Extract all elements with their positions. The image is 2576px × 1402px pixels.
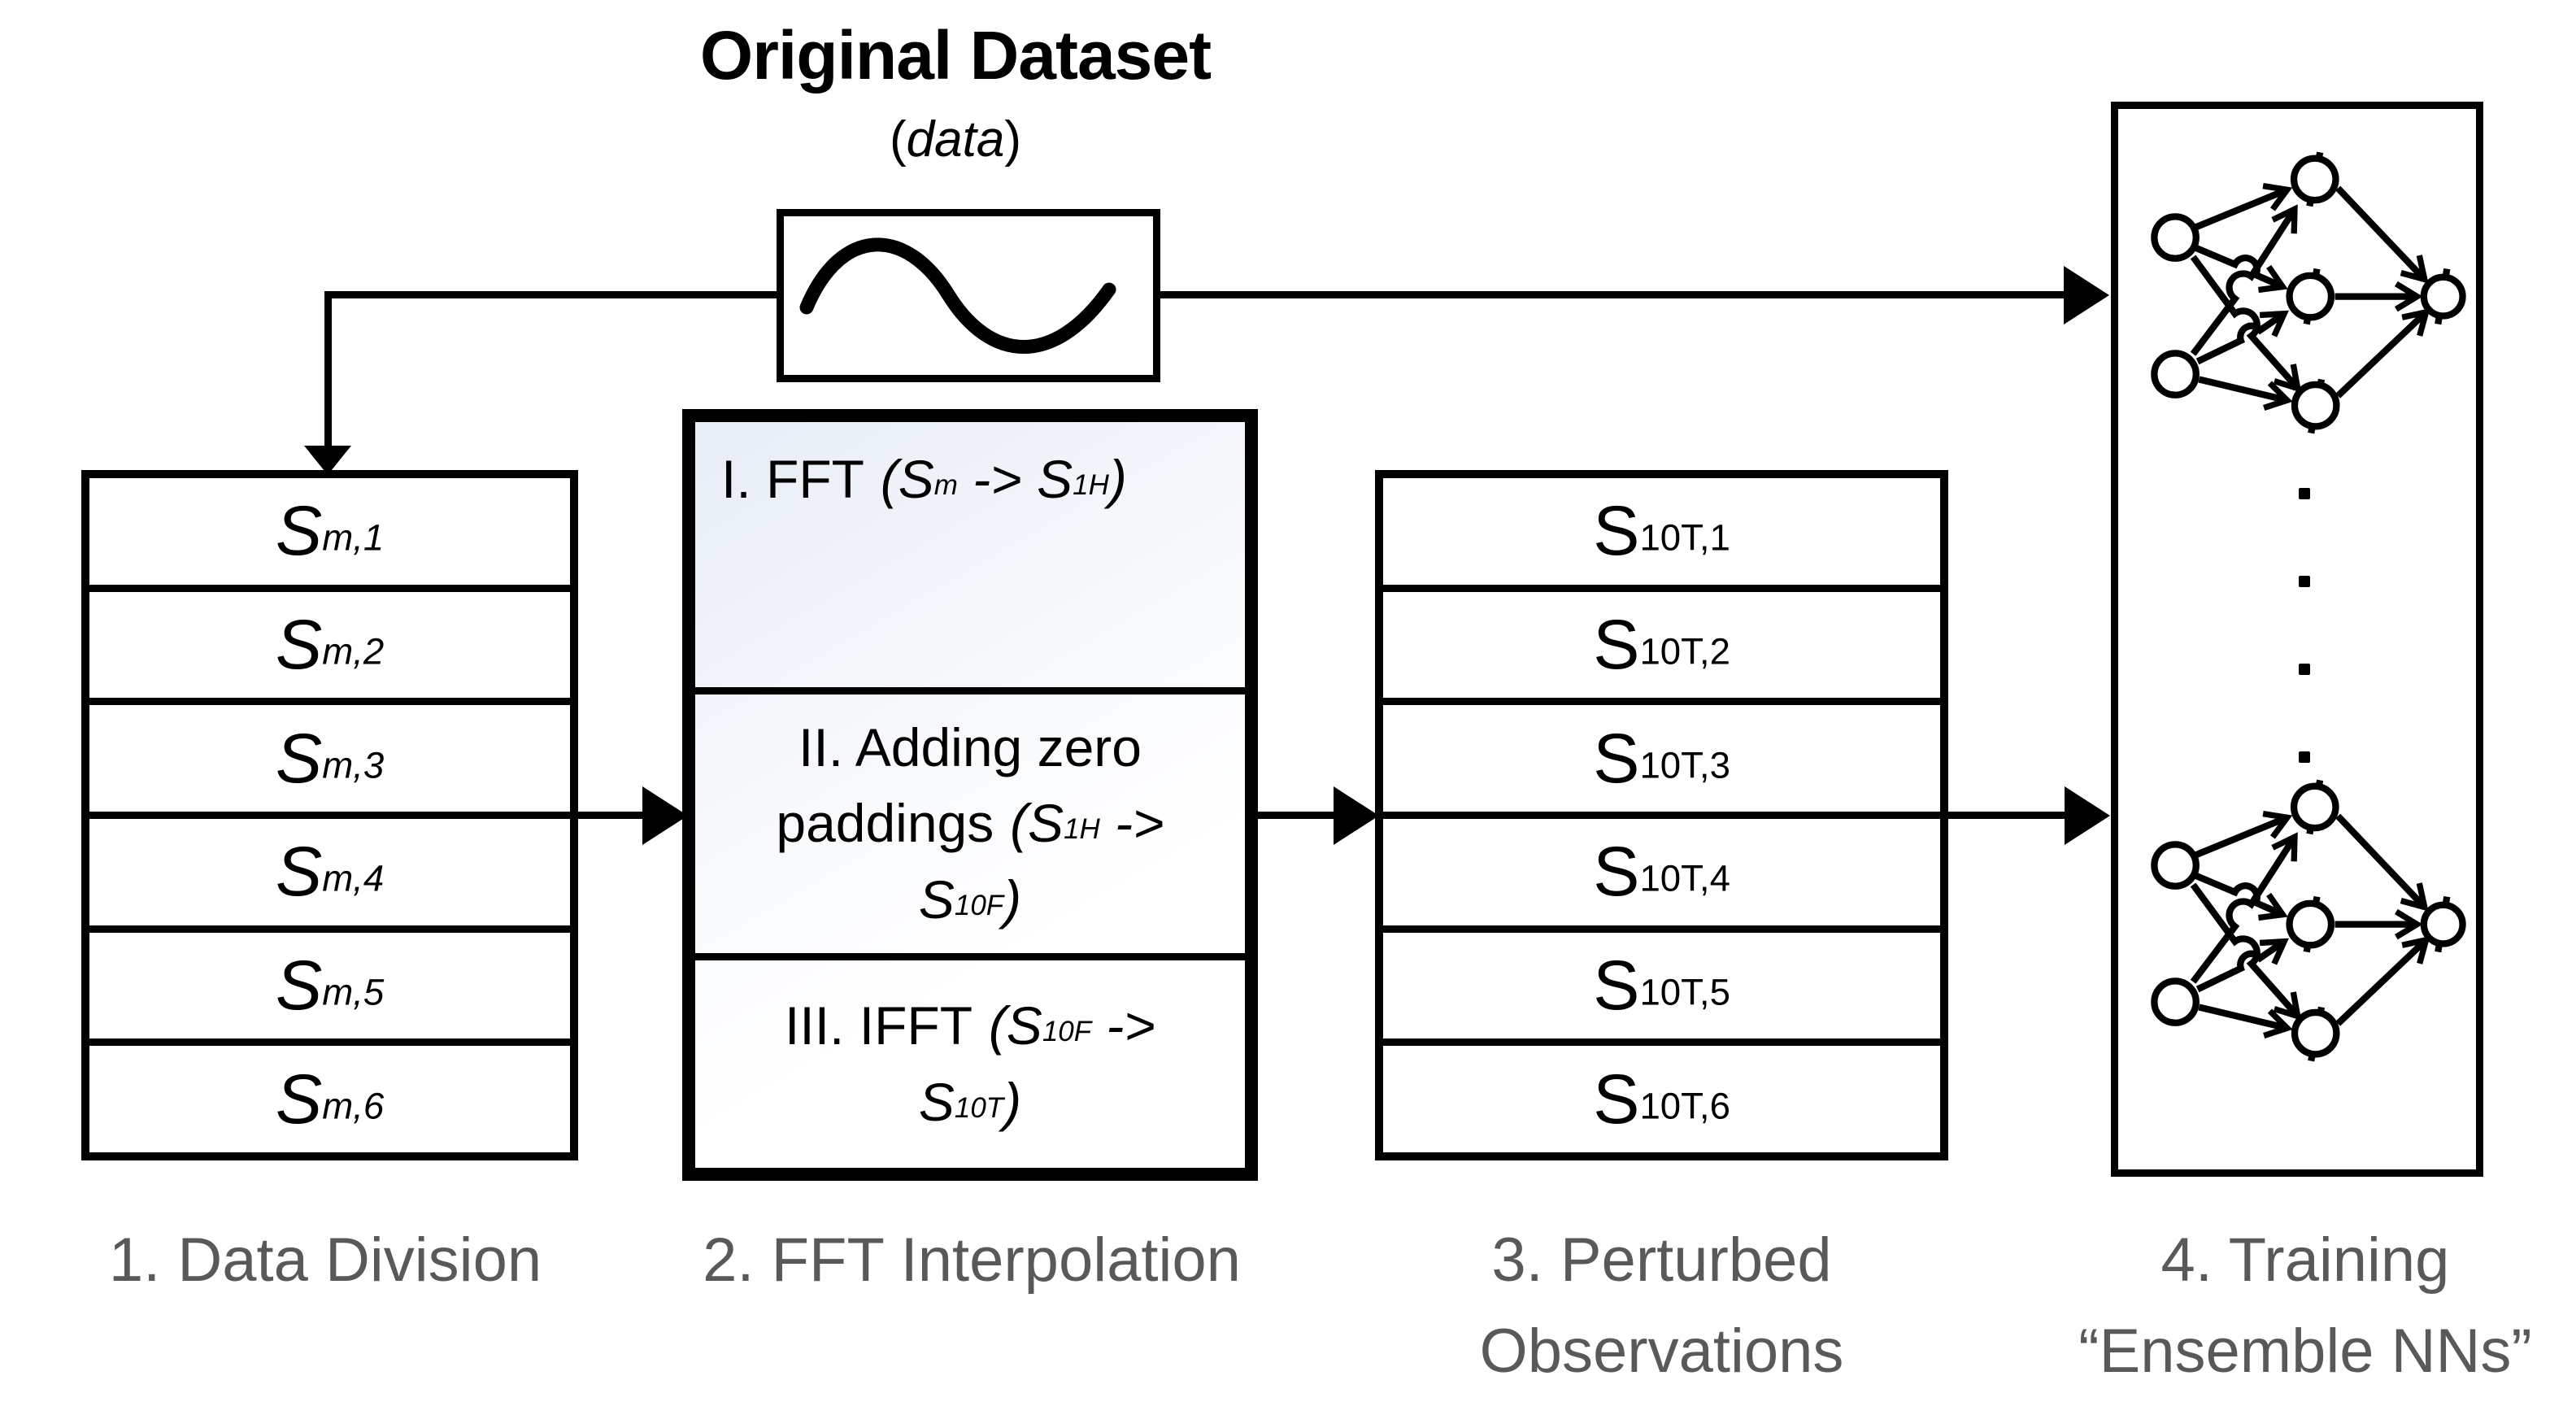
caption-data-division: 1. Data Division xyxy=(108,1226,542,1295)
segment-subscript: m,4 xyxy=(322,857,385,899)
observation-label: S xyxy=(1593,947,1640,1025)
fft-step-1: I. FFT(Sm -> S1H) xyxy=(721,449,1127,509)
vertical-ellipsis-dot xyxy=(2299,664,2310,675)
caption-fft-interpolation: 2. FFT Interpolation xyxy=(703,1226,1241,1295)
fft-step-3-line1: III. IFFT(S10F -> xyxy=(785,995,1155,1056)
segment-label: S xyxy=(275,719,323,798)
ensemble-nn-box xyxy=(2111,102,2483,1177)
observation-label: S xyxy=(1593,719,1640,798)
subtitle-paren-open: ( xyxy=(890,111,907,168)
observation-subscript: 10T,3 xyxy=(1639,744,1730,786)
observation-label: S xyxy=(1593,833,1640,912)
fft-step-2-line3: S10F) xyxy=(918,869,1022,930)
segment-label: S xyxy=(275,606,323,684)
perturbed-observations-stack: S10T,1 S10T,2 S10T,3 S10T,4 S10T,5 S10T,… xyxy=(1375,470,1948,1160)
segment-label: S xyxy=(275,492,323,571)
observation-label: S xyxy=(1593,1060,1640,1139)
observation-row: S10T,1 xyxy=(1383,478,1940,585)
data-segment-row: Sm,6 xyxy=(89,1038,570,1152)
observation-row: S10T,5 xyxy=(1383,925,1940,1039)
observation-row: S10T,4 xyxy=(1383,812,1940,925)
caption-line: 3. Perturbed xyxy=(1491,1226,1832,1295)
fft-step-2-line1: II. Adding zero xyxy=(798,716,1142,777)
arrow-dataset-to-division-v xyxy=(324,291,332,447)
neural-network-icon xyxy=(2151,151,2466,434)
observation-label: S xyxy=(1593,606,1640,684)
original-dataset-box xyxy=(777,209,1160,382)
segment-label: S xyxy=(275,947,323,1025)
arrow-perturbed-to-training xyxy=(1947,812,2071,819)
observation-row: S10T,2 xyxy=(1383,584,1940,699)
arrowhead-right-icon xyxy=(2065,786,2110,845)
segment-subscript: m,5 xyxy=(322,971,385,1013)
vertical-ellipsis-dot xyxy=(2299,751,2310,763)
data-segment-row: Sm,1 xyxy=(89,478,570,585)
subtitle-paren-close: ) xyxy=(1004,111,1021,168)
neural-network-icon xyxy=(2151,779,2466,1062)
arrow-dataset-to-division-h xyxy=(324,291,780,298)
sine-wave-icon xyxy=(799,237,1116,354)
page-title: Original Dataset xyxy=(699,17,1212,94)
fft-step-3: III. IFFT(S10F -> S10T) xyxy=(695,953,1245,1168)
caption-line: Observations xyxy=(1479,1316,1844,1386)
segment-subscript: m,1 xyxy=(322,516,385,559)
arrow-division-to-fft xyxy=(577,812,649,819)
arrowhead-right-icon xyxy=(642,786,688,845)
caption-line: “Ensemble NNs” xyxy=(2078,1316,2532,1386)
observation-subscript: 10T,2 xyxy=(1639,630,1730,673)
segment-label: S xyxy=(275,833,323,912)
vertical-ellipsis-dot xyxy=(2299,576,2310,587)
data-division-stack: Sm,1 Sm,2 Sm,3 Sm,4 Sm,5 Sm,6 xyxy=(81,470,578,1160)
observation-label: S xyxy=(1593,492,1640,571)
arrow-fft-to-perturbed xyxy=(1257,812,1340,819)
observation-subscript: 10T,1 xyxy=(1639,516,1730,559)
arrowhead-right-icon xyxy=(2064,266,2109,324)
observation-subscript: 10T,5 xyxy=(1639,971,1730,1013)
dataset-subtitle: (data) xyxy=(687,111,1224,168)
segment-subscript: m,3 xyxy=(322,744,385,786)
fft-step-2-line2: paddings(S1H -> xyxy=(776,793,1164,854)
fft-step-2: II. Adding zero paddings(S1H -> S10F) xyxy=(695,686,1245,953)
observation-subscript: 10T,4 xyxy=(1639,857,1730,899)
caption-line: 4. Training xyxy=(2160,1226,2450,1295)
subtitle-word: data xyxy=(906,111,1005,168)
arrowhead-right-icon xyxy=(1334,786,1379,845)
fft-step-1-label: I. FFT xyxy=(721,449,864,509)
observation-row: S10T,3 xyxy=(1383,698,1940,812)
vertical-ellipsis-dot xyxy=(2299,488,2310,499)
data-segment-row: Sm,5 xyxy=(89,925,570,1039)
arrow-dataset-to-training xyxy=(1160,291,2068,298)
data-segment-row: Sm,2 xyxy=(89,584,570,699)
segment-label: S xyxy=(275,1060,323,1139)
segment-subscript: m,2 xyxy=(322,630,385,673)
data-segment-row: Sm,4 xyxy=(89,812,570,925)
fft-interpolation-box: I. FFT(Sm -> S1H) II. Adding zero paddin… xyxy=(682,409,1258,1181)
observation-row: S10T,6 xyxy=(1383,1038,1940,1152)
caption-training-ensemble: 4. Training “Ensemble NNs” xyxy=(2029,1215,2576,1396)
fft-step-3-line2: S10T) xyxy=(918,1071,1022,1132)
data-segment-row: Sm,3 xyxy=(89,698,570,812)
segment-subscript: m,6 xyxy=(322,1085,385,1127)
caption-perturbed-observations: 3. Perturbed Observations xyxy=(1375,1215,1948,1396)
observation-subscript: 10T,6 xyxy=(1639,1085,1730,1127)
